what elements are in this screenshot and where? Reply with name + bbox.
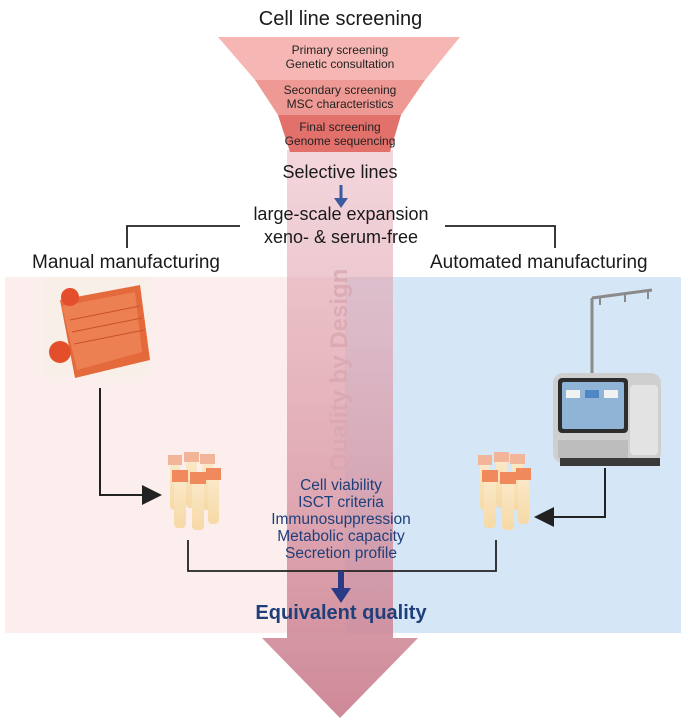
criteria-item: ISCT criteria	[298, 494, 384, 511]
automated-manufacturing-label: Automated manufacturing	[430, 252, 648, 273]
result-label: Equivalent quality	[255, 602, 427, 624]
result-arrowhead	[331, 588, 351, 603]
funnel-stage-3	[278, 115, 401, 152]
selective-arrowhead	[334, 198, 348, 208]
funnel-stage-1-line1: Primary screening	[291, 43, 389, 57]
quality-by-design-watermark: Quality by Design	[326, 268, 353, 472]
cell-tubes-automated	[478, 452, 531, 530]
diagram-title: Cell line screening	[258, 8, 423, 30]
criteria-item: Metabolic capacity	[277, 528, 405, 545]
manual-manufacturing-label: Manual manufacturing	[32, 252, 220, 273]
funnel-stage-1-line2: Genetic consultation	[285, 57, 395, 71]
quality-by-design-arrow	[262, 150, 418, 718]
funnel-stage-2-line1: Secondary screening	[283, 83, 397, 97]
criteria-list: Cell viability ISCT criteria Immunosuppr…	[240, 477, 442, 562]
flask-stack-image	[45, 277, 150, 378]
criteria-item: Immunosuppression	[271, 511, 411, 528]
manual-to-tubes-arrow	[99, 388, 162, 505]
criteria-item: Secretion profile	[284, 545, 397, 562]
funnel-stage-3-line2: Genome sequencing	[284, 134, 396, 148]
funnel-stage-2	[255, 80, 425, 115]
expansion-line2: xeno- & serum-free	[263, 227, 419, 247]
branch-connector	[126, 225, 556, 248]
funnel-stage-1	[218, 37, 460, 80]
expansion-line1: large-scale expansion	[253, 204, 429, 224]
automated-to-tubes-arrow	[534, 468, 606, 527]
selective-lines-label: Selective lines	[282, 162, 398, 182]
funnel-stage-3-line1: Final screening	[299, 120, 381, 134]
cell-tubes-manual	[168, 452, 221, 530]
funnel-stage-2-line2: MSC characteristics	[286, 97, 394, 111]
bioreactor-machine-image	[553, 288, 661, 466]
criteria-item: Cell viability	[300, 477, 382, 494]
